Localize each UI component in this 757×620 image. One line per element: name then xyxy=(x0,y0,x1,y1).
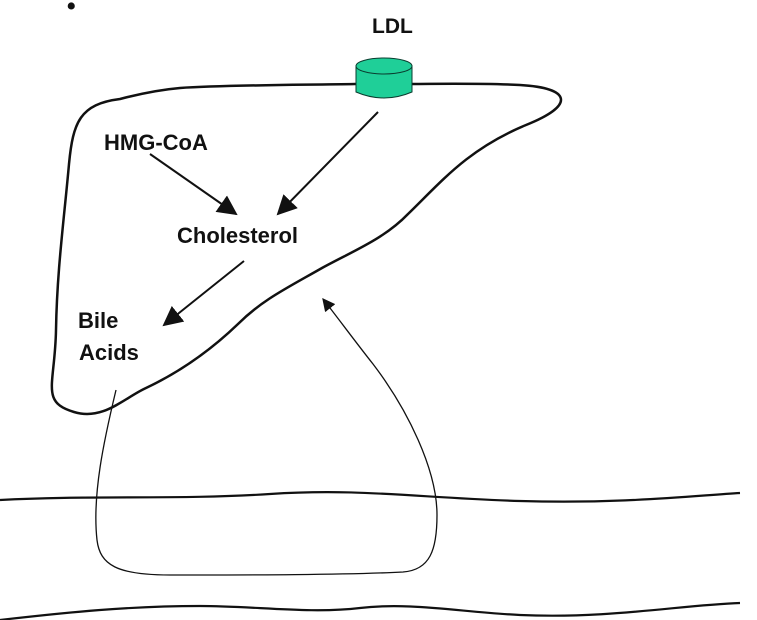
ldl-label: LDL xyxy=(372,16,413,37)
intestine-lower-wall xyxy=(0,603,740,620)
arrow-ldl-to-cholesterol xyxy=(278,112,378,214)
hmg-coa-label: HMG-CoA xyxy=(104,132,208,154)
enterohepatic-loop xyxy=(96,299,437,575)
ldl-receptor xyxy=(356,58,412,98)
arrow-cholesterol-to-bile-acids xyxy=(164,261,244,325)
cholesterol-label: Cholesterol xyxy=(177,225,298,247)
arrow-hmg-to-cholesterol xyxy=(150,154,236,214)
acids-label: Acids xyxy=(79,342,139,364)
cropped-heading-fragment: • xyxy=(66,0,94,10)
bile-label: Bile xyxy=(78,310,118,332)
intestine-upper-wall xyxy=(0,492,740,502)
